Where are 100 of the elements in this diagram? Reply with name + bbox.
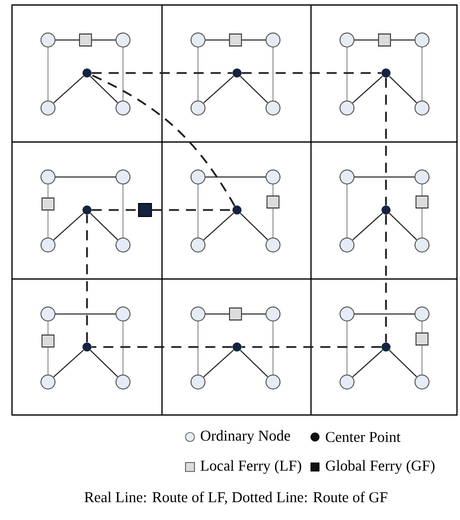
dashed-route-line bbox=[86, 214, 88, 342]
ordinary-node bbox=[340, 32, 354, 48]
dashed-route-line bbox=[242, 72, 382, 74]
local-ferry bbox=[42, 334, 54, 348]
ordinary-node bbox=[116, 170, 130, 184]
route-line bbox=[272, 322, 274, 374]
local-ferry bbox=[229, 34, 242, 46]
route-line bbox=[388, 76, 417, 104]
legend-text: Center Point bbox=[326, 432, 401, 442]
route-line bbox=[421, 48, 423, 100]
ordinary-node bbox=[40, 306, 56, 322]
route-line bbox=[122, 184, 124, 238]
route-line bbox=[56, 313, 116, 315]
route-line bbox=[421, 184, 423, 196]
route-line bbox=[242, 39, 266, 41]
center-point bbox=[232, 206, 242, 214]
center-point bbox=[232, 342, 242, 352]
ordinary-node bbox=[340, 374, 354, 390]
route-line bbox=[197, 322, 199, 374]
route-line bbox=[122, 322, 124, 374]
center-point bbox=[232, 68, 242, 78]
route-line bbox=[421, 345, 423, 374]
route-line bbox=[240, 76, 268, 104]
center-point bbox=[82, 68, 92, 78]
local-ferry bbox=[79, 34, 92, 46]
ordinary-node bbox=[266, 238, 280, 252]
local-ferry bbox=[378, 34, 391, 46]
legend-text: Ordinary Node bbox=[200, 430, 290, 444]
route-line bbox=[421, 208, 423, 238]
route-line bbox=[352, 76, 383, 104]
legend-text: Local Ferry (LF) bbox=[200, 460, 302, 474]
ordinary-node bbox=[190, 170, 206, 184]
route-line bbox=[90, 76, 118, 104]
local-ferry bbox=[416, 332, 428, 346]
ordinary-node bbox=[414, 238, 430, 252]
route-line bbox=[47, 210, 49, 238]
route-line bbox=[197, 48, 199, 100]
dashed-route-line bbox=[242, 346, 382, 348]
route-line bbox=[92, 39, 116, 41]
dashed-route-line bbox=[90, 74, 236, 206]
route-line bbox=[272, 48, 274, 100]
route-line bbox=[346, 322, 348, 374]
ordinary-node bbox=[40, 238, 56, 252]
route-line bbox=[53, 76, 84, 104]
route-line bbox=[47, 184, 49, 198]
route-line bbox=[203, 76, 234, 104]
route-line bbox=[47, 322, 49, 335]
dashed-route-line bbox=[152, 209, 232, 211]
dashed-route-line bbox=[92, 209, 138, 211]
ordinary-node bbox=[40, 170, 56, 184]
route-line bbox=[388, 212, 417, 240]
center-point bbox=[382, 68, 390, 78]
route-line bbox=[197, 184, 199, 238]
ordinary-node bbox=[190, 238, 206, 252]
ordinary-node bbox=[190, 306, 206, 322]
route-line bbox=[47, 48, 49, 100]
ordinary-node bbox=[414, 100, 430, 116]
ordinary-node bbox=[40, 100, 56, 116]
ordinary-node bbox=[414, 170, 430, 184]
dashed-route-line bbox=[92, 72, 232, 74]
legend-text: Global Ferry (GF) bbox=[326, 460, 434, 474]
local-ferry bbox=[229, 308, 242, 320]
route-line bbox=[203, 350, 234, 378]
ordinary-node bbox=[40, 374, 56, 390]
route-line bbox=[56, 39, 80, 41]
ordinary-node bbox=[190, 374, 206, 390]
dashed-route-line bbox=[92, 346, 232, 348]
center-point bbox=[82, 206, 92, 214]
ordinary-node bbox=[340, 170, 354, 184]
ordinary-node bbox=[116, 374, 130, 390]
route-line bbox=[56, 176, 116, 178]
route-line bbox=[240, 212, 268, 240]
ordinary-node bbox=[190, 32, 206, 48]
global-ferry bbox=[138, 203, 152, 217]
route-line bbox=[206, 176, 266, 178]
route-line bbox=[352, 350, 383, 378]
route-line bbox=[272, 184, 274, 196]
ordinary-node bbox=[40, 32, 56, 48]
route-line bbox=[421, 322, 423, 333]
center-point bbox=[82, 342, 92, 352]
route-line bbox=[388, 350, 417, 378]
ordinary-node bbox=[190, 100, 206, 116]
route-line bbox=[354, 39, 378, 41]
ordinary-node bbox=[414, 32, 430, 48]
route-line bbox=[203, 212, 234, 240]
center-point bbox=[382, 206, 390, 214]
local-ferry bbox=[266, 196, 280, 208]
ordinary-node bbox=[414, 306, 430, 322]
ordinary-node bbox=[116, 100, 130, 116]
ordinary-node bbox=[266, 32, 280, 48]
route-line bbox=[53, 212, 84, 240]
route-line bbox=[346, 48, 348, 100]
route-line bbox=[354, 176, 414, 178]
local-ferry bbox=[416, 196, 428, 208]
ordinary-node bbox=[414, 374, 430, 390]
ordinary-node bbox=[266, 100, 280, 116]
ordinary-node bbox=[266, 374, 280, 390]
ordinary-node bbox=[266, 170, 280, 184]
route-line bbox=[90, 212, 118, 240]
ordinary-node bbox=[340, 238, 354, 252]
